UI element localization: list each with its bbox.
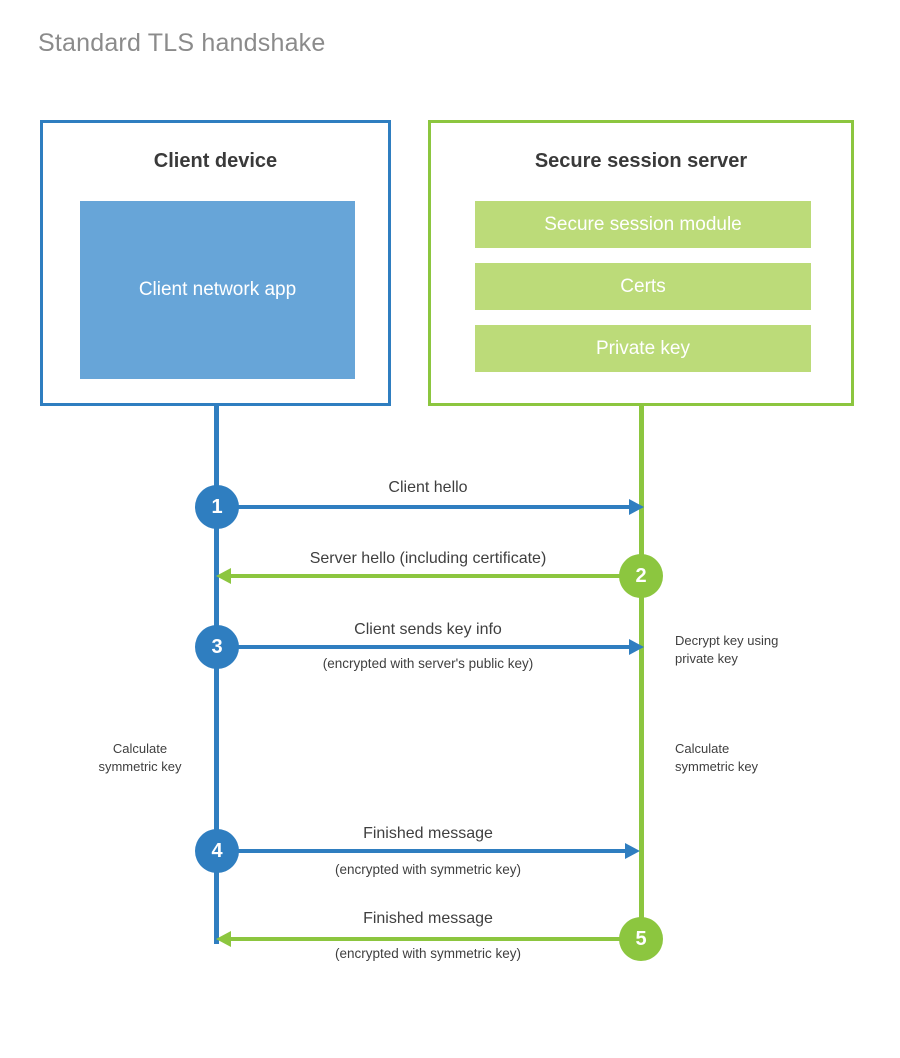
client-lifeline (214, 406, 219, 944)
client-device-title: Client device (153, 150, 278, 172)
secure-session-server-title: Secure session server (534, 150, 748, 172)
secure-session-server-box: Secure session server Secure session mod… (428, 120, 854, 406)
arrow-step-4 (216, 843, 640, 859)
step-marker-3[interactable]: 3 (195, 625, 239, 669)
step-marker-4[interactable]: 4 (195, 829, 239, 873)
server-component-secure-session-module: Secure session module (475, 201, 811, 248)
client-device-box: Client device Client network app (40, 120, 391, 406)
step-marker-1[interactable]: 1 (195, 485, 239, 529)
client-network-app-block: Client network app (80, 201, 355, 379)
arrow-step-1 (216, 499, 644, 515)
note-calculate-symmetric-key-server: Calculate symmetric key (675, 741, 759, 774)
note-decrypt-key: Decrypt key using private key (675, 633, 779, 666)
server-lifeline (639, 406, 644, 939)
arrow-step-5 (216, 931, 641, 947)
step-5-message-label: Finished message (363, 910, 493, 927)
step-3-message-sublabel: (encrypted with server's public key) (322, 656, 534, 671)
step-4-message-label: Finished message (363, 825, 493, 842)
step-2-message-label: Server hello (including certificate) (309, 550, 547, 567)
step-4-message-sublabel: (encrypted with symmetric key) (334, 862, 522, 877)
step-1-message-label: Client hello (388, 479, 468, 496)
step-3-message-label: Client sends key info (354, 621, 502, 638)
step-marker-5[interactable]: 5 (619, 917, 663, 961)
step-marker-2[interactable]: 2 (619, 554, 663, 598)
arrow-step-3 (216, 639, 644, 655)
arrow-step-2 (216, 568, 641, 584)
server-component-private-key: Private key (475, 325, 811, 372)
step-5-message-sublabel: (encrypted with symmetric key) (334, 946, 522, 961)
note-calculate-symmetric-key-client: Calculate symmetric key (98, 741, 182, 774)
server-component-certs: Certs (475, 263, 811, 310)
page-title: Standard TLS handshake (38, 29, 326, 57)
